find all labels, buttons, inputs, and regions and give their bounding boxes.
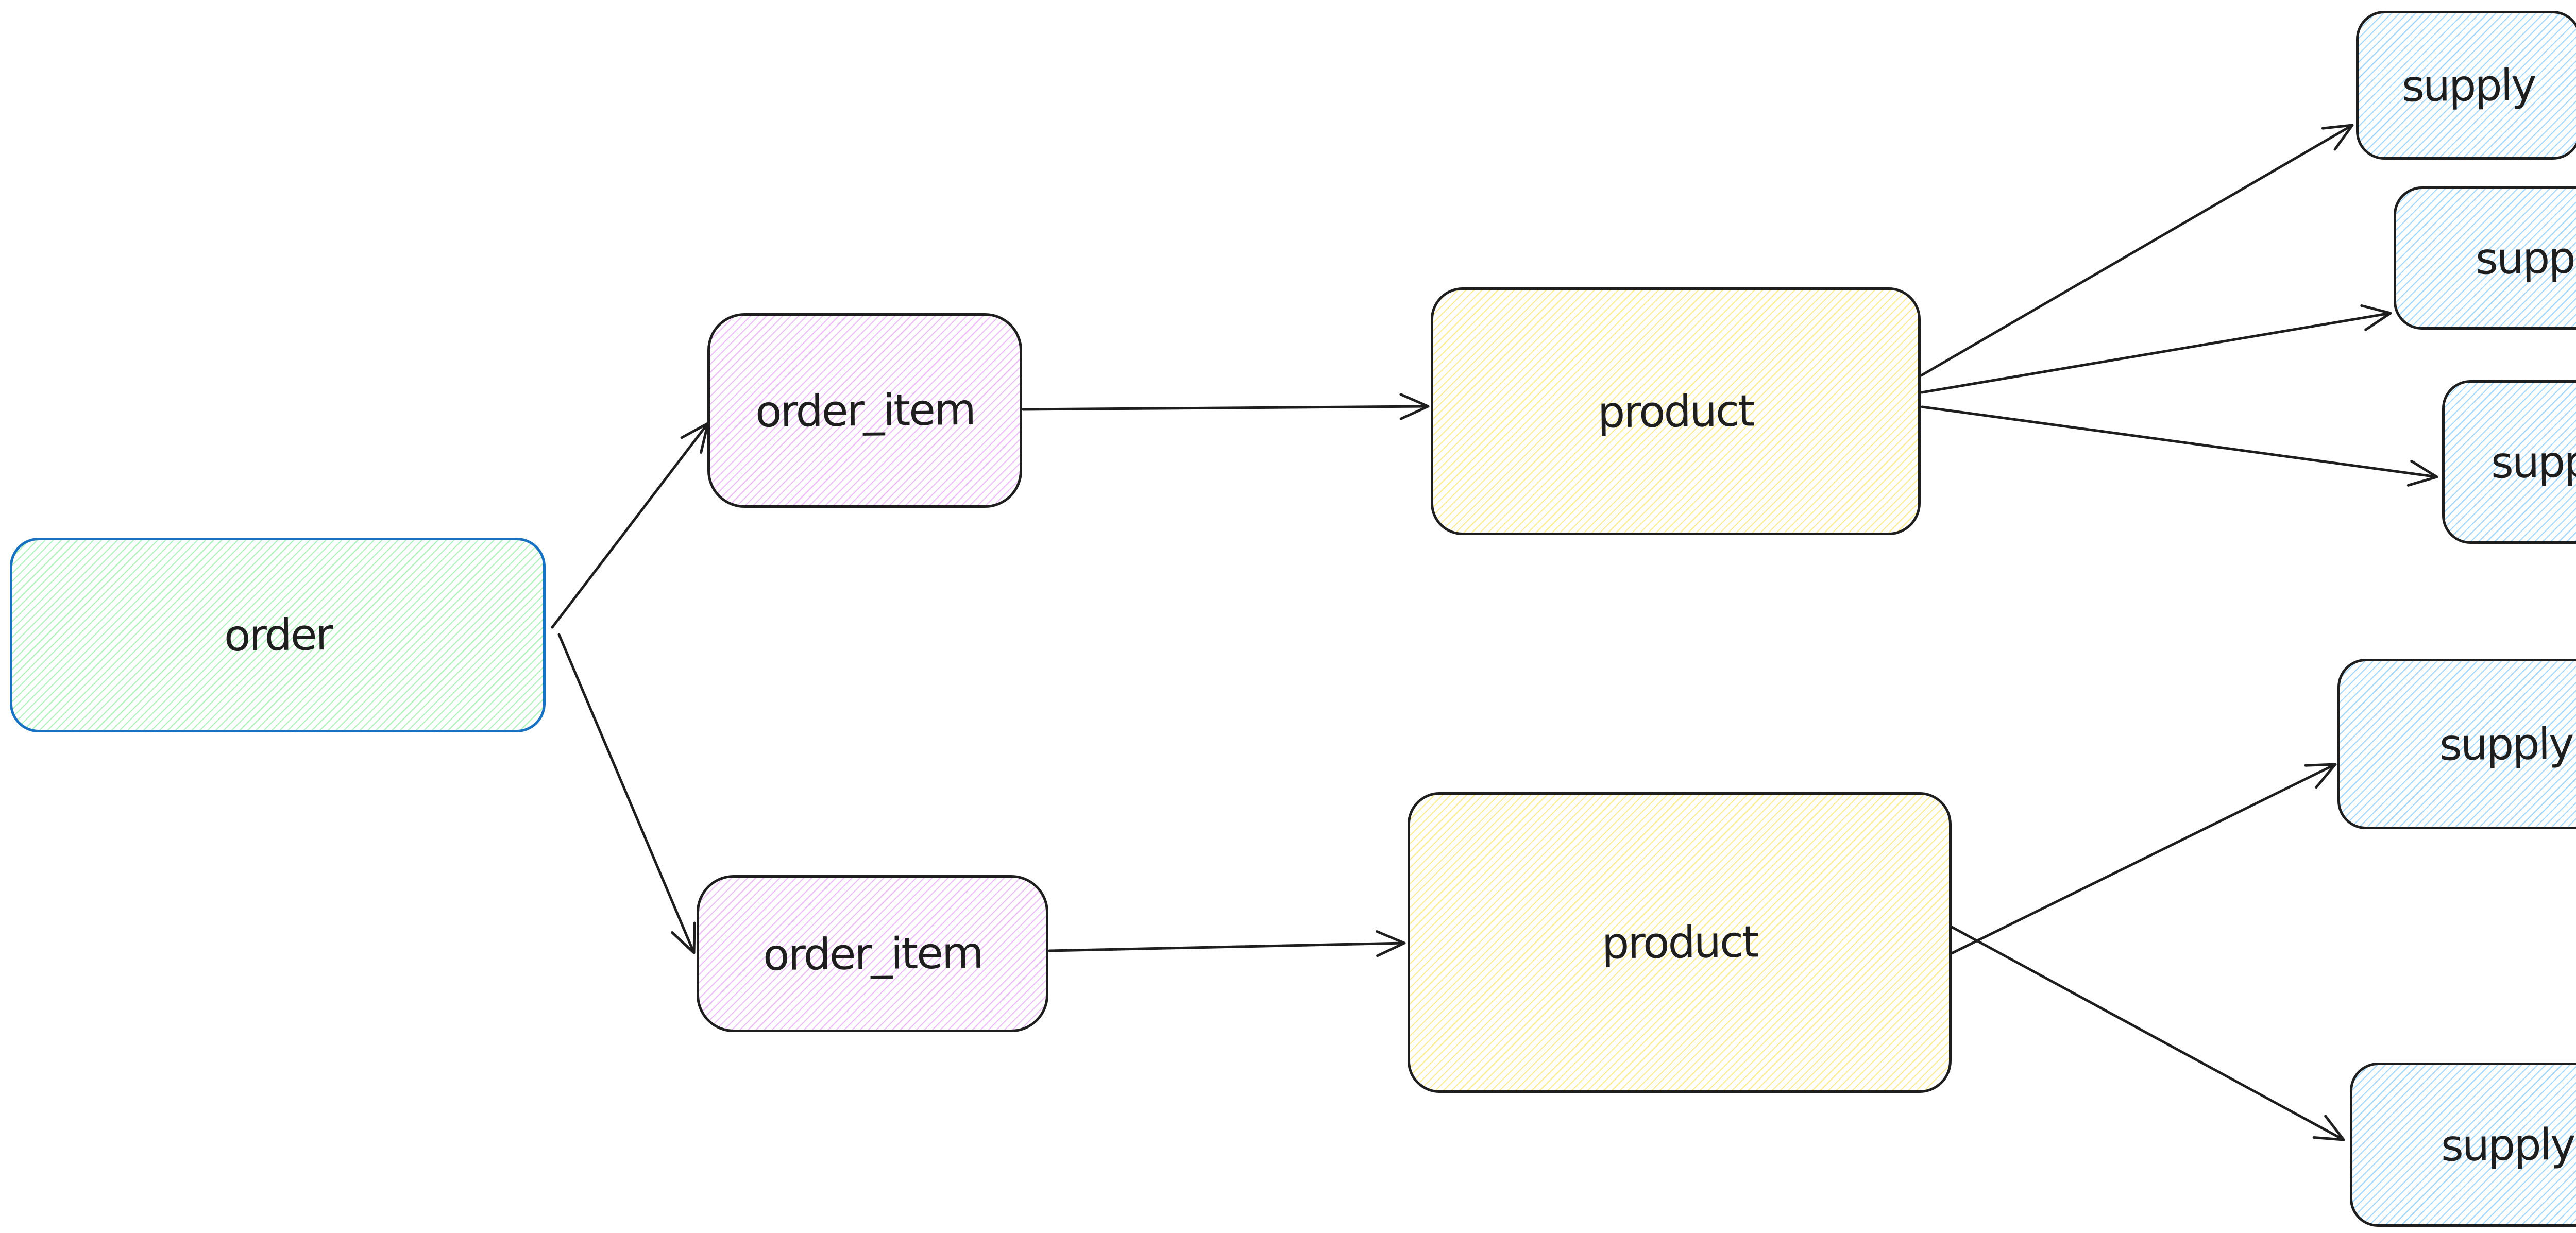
node-order-label: order xyxy=(223,609,332,661)
node-supply-4[interactable]: supply xyxy=(2337,659,2576,829)
node-order-item-1-label: order_item xyxy=(755,384,975,437)
arrow-product-1-to-supply-2[interactable] xyxy=(1920,304,2392,394)
arrow-order-item-1-to-product-1[interactable] xyxy=(1022,393,1430,420)
node-product-1-label: product xyxy=(1597,385,1754,438)
arrow-product-1-to-supply-3[interactable] xyxy=(1921,405,2438,487)
arrow-order-item-2-to-product-2[interactable] xyxy=(1048,930,1406,957)
node-supply-1[interactable]: supply xyxy=(2356,11,2576,160)
arrow-order-to-order-item-1[interactable] xyxy=(551,422,709,629)
node-supply-3[interactable]: supply xyxy=(2442,380,2576,544)
node-product-1[interactable]: product xyxy=(1431,287,1921,535)
node-product-2[interactable]: product xyxy=(1408,792,1952,1093)
node-supply-4-label: supply xyxy=(2439,718,2573,770)
node-order-item-2-label: order_item xyxy=(762,927,982,980)
node-supply-1-label: supply xyxy=(2401,59,2536,111)
node-order[interactable]: order xyxy=(10,538,546,732)
node-order-item-1[interactable]: order_item xyxy=(707,313,1022,508)
node-supply-5[interactable]: supply xyxy=(2350,1063,2576,1227)
arrow-product-2-to-supply-5[interactable] xyxy=(1947,924,2345,1141)
arrow-product-1-to-supply-1[interactable] xyxy=(1920,124,2354,377)
node-supply-2[interactable]: supply xyxy=(2394,186,2576,330)
node-product-2-label: product xyxy=(1601,916,1758,969)
arrow-order-to-order-item-2[interactable] xyxy=(557,633,696,954)
node-supply-3-label: supply xyxy=(2490,436,2576,488)
node-supply-2-label: supply xyxy=(2475,232,2576,284)
node-order-item-2[interactable]: order_item xyxy=(697,875,1048,1032)
arrow-product-2-to-supply-4[interactable] xyxy=(1949,763,2337,955)
node-supply-5-label: supply xyxy=(2441,1119,2574,1171)
